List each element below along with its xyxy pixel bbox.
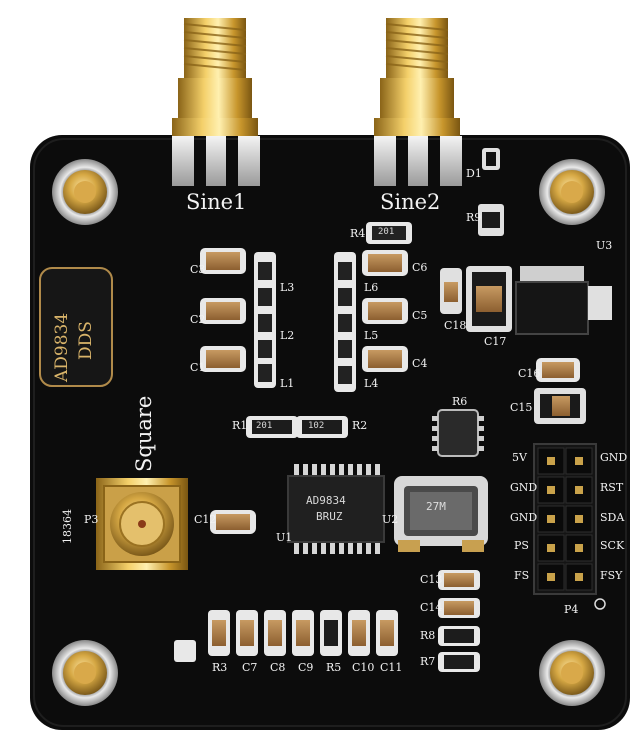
sma-connector-sine2	[374, 18, 462, 186]
des-l6: L6	[364, 281, 379, 294]
des-r5: R5	[326, 661, 342, 674]
des-l2: L2	[280, 329, 295, 342]
des-c5: C5	[412, 309, 428, 322]
capacitor-c16	[536, 358, 580, 382]
r1-marking: 201	[256, 421, 273, 431]
logo-box	[39, 267, 113, 387]
des-d1: D1	[466, 167, 482, 180]
des-c8: C8	[270, 661, 286, 674]
des-u1: U1	[276, 531, 293, 544]
des-p3: P3	[84, 513, 99, 526]
mounting-hole-br	[539, 640, 605, 706]
header-label-sck: SCK	[600, 539, 625, 552]
header-label-sda: SDA	[600, 511, 625, 524]
capacitor-c14	[438, 598, 480, 618]
oscillator-marking: 27M	[426, 500, 446, 513]
des-r9: R9	[466, 211, 482, 224]
des-r6: R6	[452, 395, 468, 408]
sma-connector-sine1	[172, 18, 260, 186]
des-l4: L4	[364, 377, 379, 390]
oscillator-u2	[394, 476, 488, 552]
header-label-5v: 5V	[512, 451, 527, 464]
r4-marking: 201	[378, 227, 395, 237]
filter-left	[200, 248, 276, 388]
des-r8: R8	[420, 629, 436, 642]
chip-u1-ad9834	[287, 464, 385, 554]
des-c7: C7	[242, 661, 258, 674]
des-c4: C4	[412, 357, 428, 370]
des-r1: R1	[232, 419, 248, 432]
header-label-fsy: FSY	[600, 569, 623, 582]
r2-marking: 102	[308, 421, 325, 431]
resistor-r8	[438, 626, 480, 646]
capacitor-c18	[440, 268, 462, 314]
des-c12: C12	[194, 513, 217, 526]
mounting-hole-bl	[52, 640, 118, 706]
header-label-ps: PS	[514, 539, 529, 552]
logo-line2: DDS	[76, 321, 96, 360]
filter-right	[334, 222, 412, 392]
des-c11: C11	[380, 661, 403, 674]
des-r3: R3	[212, 661, 228, 674]
des-l3: L3	[280, 281, 295, 294]
des-r2: R2	[352, 419, 368, 432]
des-u2: U2	[382, 513, 399, 526]
header-label-gnd-2: GND	[510, 481, 538, 494]
des-l5: L5	[364, 329, 379, 342]
des-c17: C17	[484, 335, 507, 348]
chip-u1-marking: AD9834	[306, 494, 346, 507]
serial-number: 18364	[61, 509, 74, 544]
des-c2: C2	[190, 313, 206, 326]
des-c3: C3	[190, 263, 206, 276]
des-c13: C13	[420, 573, 443, 586]
des-r4: R4	[350, 227, 366, 240]
capacitor-c17	[466, 266, 512, 332]
label-sine1: Sine1	[186, 190, 247, 214]
regulator-u3	[515, 266, 612, 335]
capacitor-c13	[438, 570, 480, 590]
des-c10: C10	[352, 661, 375, 674]
capacitor-c15	[534, 388, 586, 424]
des-l1: L1	[280, 377, 295, 390]
des-p4: P4	[564, 603, 579, 616]
header-label-gnd-1: GND	[600, 451, 628, 464]
des-c18: C18	[444, 319, 467, 332]
des-c15: C15	[510, 401, 533, 414]
mounting-hole-tr	[539, 159, 605, 225]
sma-connector-square	[96, 478, 188, 570]
des-c1: C1	[190, 361, 206, 374]
des-c6: C6	[412, 261, 428, 274]
resistor-r7	[438, 652, 480, 672]
label-square: Square	[132, 395, 156, 472]
mounting-hole-tl	[52, 159, 118, 225]
header-label-gnd-3: GND	[510, 511, 538, 524]
des-c14: C14	[420, 601, 443, 614]
des-c9: C9	[298, 661, 314, 674]
des-r7: R7	[420, 655, 436, 668]
pin-header-p4	[533, 443, 606, 610]
resistor-r6	[437, 409, 479, 457]
logo-line1: AD9834	[52, 312, 72, 382]
label-sine2: Sine2	[380, 190, 441, 214]
chip-u1-submarking: BRUZ	[316, 510, 343, 523]
header-label-fs: FS	[514, 569, 530, 582]
header-label-rst: RST	[600, 481, 624, 494]
des-c16: C16	[518, 367, 541, 380]
bottom-component-row	[174, 610, 398, 662]
des-u3: U3	[596, 239, 613, 252]
